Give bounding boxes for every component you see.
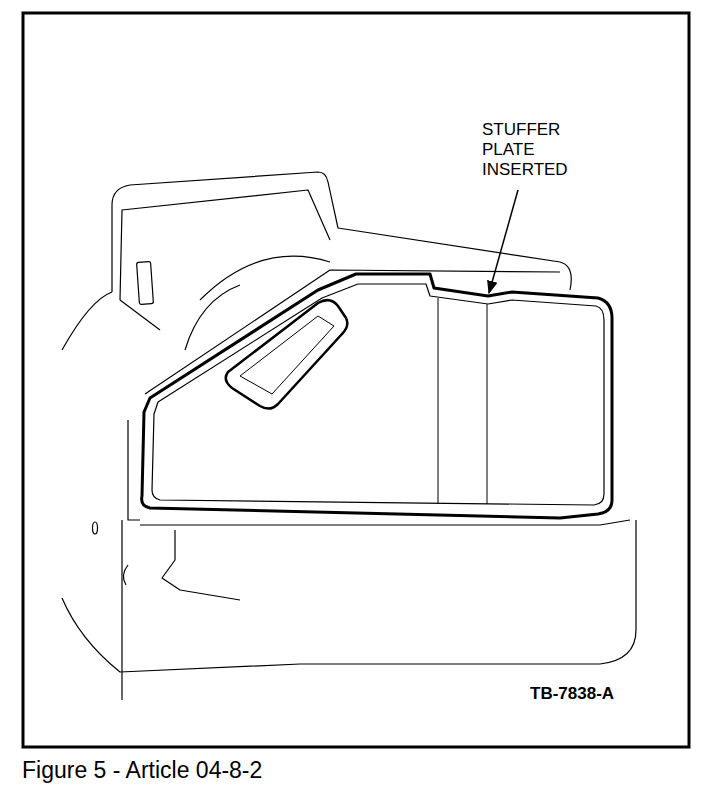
clip-hole — [93, 522, 98, 534]
body-line — [123, 565, 128, 585]
callout-label: STUFFER PLATE INSERTED — [482, 120, 594, 180]
bracket — [162, 530, 240, 600]
plate-inner-edge — [152, 284, 604, 505]
body-line — [128, 420, 140, 520]
stuffer-plate — [142, 274, 612, 518]
shelf-edge — [140, 520, 630, 525]
plate-fold — [487, 304, 488, 504]
vehicle-body — [62, 172, 636, 700]
plate-fold — [438, 298, 439, 504]
plate-recess — [226, 300, 348, 408]
plate-outline — [142, 274, 612, 518]
leader-line — [489, 190, 518, 293]
figure-frame — [23, 13, 689, 747]
body-line — [62, 520, 636, 672]
body-line — [62, 292, 112, 350]
vent-slot — [137, 262, 154, 305]
plate-recess — [240, 316, 334, 394]
opening-edge — [185, 285, 240, 350]
drawing-number: TB-7838-A — [530, 684, 614, 704]
figure-caption: Figure 5 - Article 04-8-2 — [22, 757, 262, 784]
console-panel — [112, 172, 571, 292]
body-line — [121, 520, 122, 700]
